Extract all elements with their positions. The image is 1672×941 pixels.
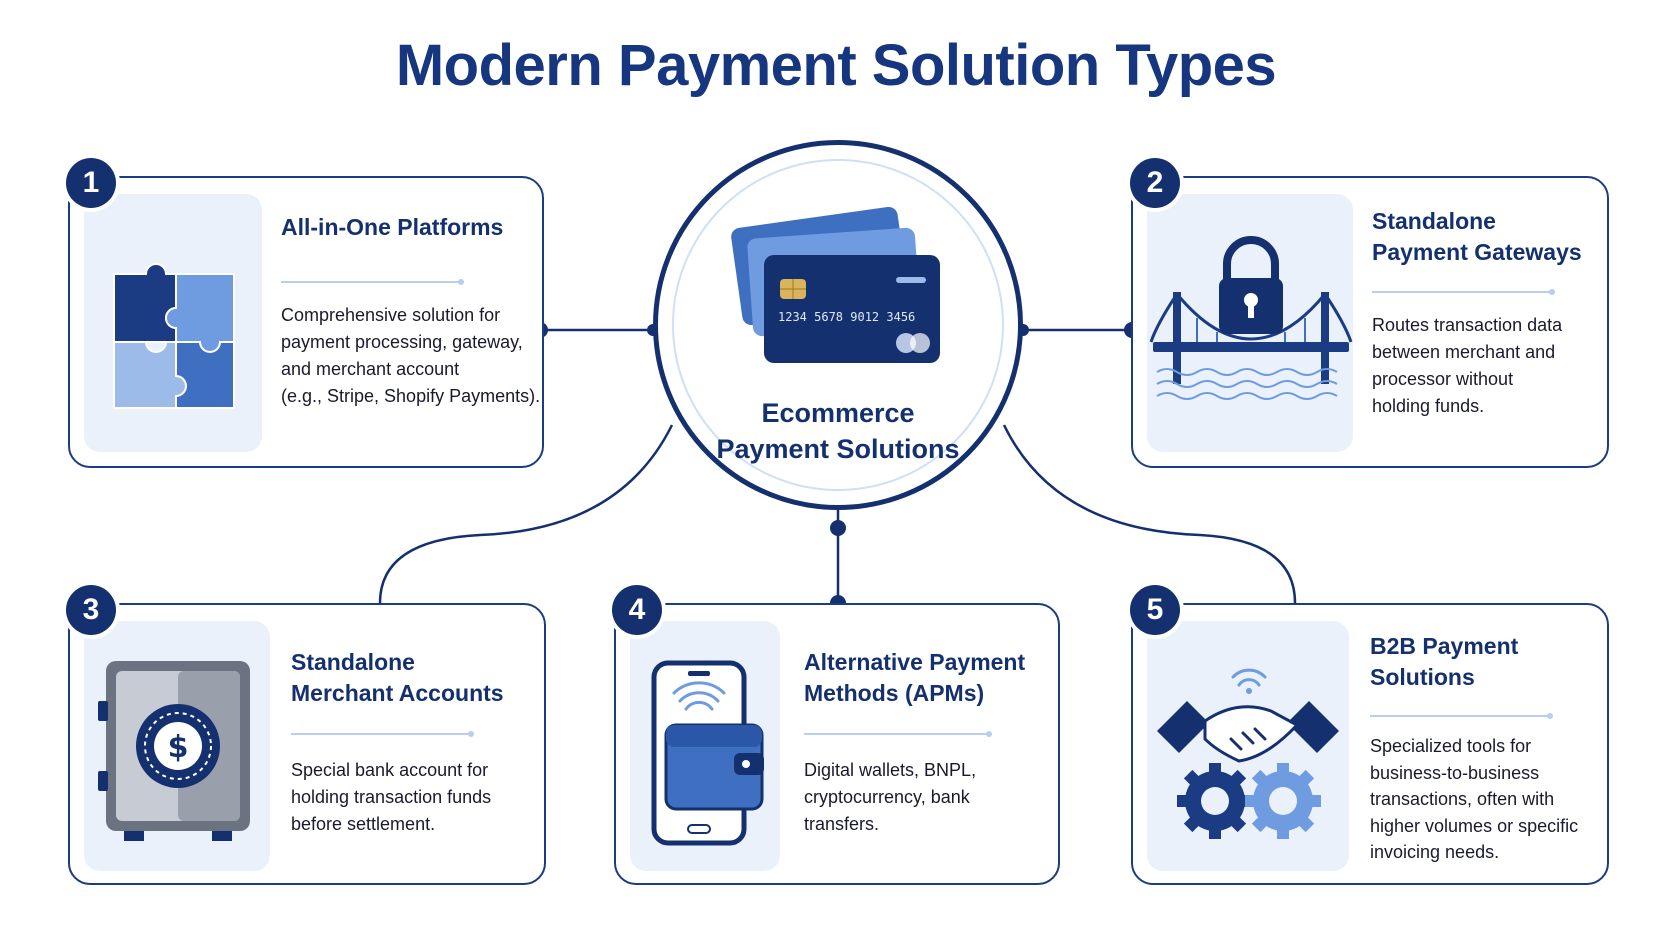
handshake-gears-icon [1147, 621, 1349, 871]
card-description-line: transfers. [804, 814, 880, 834]
card-number-badge: 4 [612, 585, 662, 635]
card-title-line: Alternative Payment [804, 649, 1026, 675]
card-description: Comprehensive solution for payment proce… [281, 302, 541, 410]
card-title-line: Solutions [1370, 664, 1475, 690]
card-description-line: between merchant and [1372, 342, 1556, 362]
card-description-line: and merchant account [281, 359, 460, 379]
card-description-line: holding funds. [1372, 396, 1485, 416]
card-description-line: Digital wallets, BNPL, [804, 760, 977, 780]
hub-label-line2: Payment Solutions [716, 434, 960, 464]
card-standalone-payment-gateways: Standalone Payment Gateways Routes trans… [1131, 176, 1609, 468]
card-title: B2B Payment Solutions [1370, 631, 1600, 693]
card-description-line: Special bank account for [291, 760, 489, 780]
card-divider [804, 731, 992, 737]
page-title: Modern Payment Solution Types [395, 33, 1277, 98]
card-number-badge: 1 [66, 158, 116, 208]
card-title-line: Standalone [1372, 208, 1496, 234]
bridge-padlock-icon [1147, 194, 1353, 452]
card-description: Digital wallets, BNPL, cryptocurrency, b… [804, 757, 1044, 838]
card-alternative-payment-methods: Alternative Payment Methods (APMs) Digit… [614, 603, 1060, 885]
card-title: Alternative Payment Methods (APMs) [804, 647, 1054, 709]
card-description-line: payment processing, gateway, [281, 332, 523, 352]
card-all-in-one-platforms: All-in-One Platforms Comprehensive solut… [68, 176, 544, 468]
card-b2b-payment-solutions: B2B Payment Solutions Specialized tools … [1131, 603, 1609, 885]
card-standalone-merchant-accounts: $ Standalone Merchant Accounts Special b… [68, 603, 546, 885]
card-description: Specialized tools for business-to-busine… [1370, 733, 1600, 866]
card-description-line: processor without [1372, 369, 1514, 389]
card-number-text: 1234 5678 9012 3456 [778, 310, 915, 324]
svg-text:$: $ [168, 730, 189, 765]
card-description-line: invoicing needs. [1370, 842, 1500, 862]
card-divider [1372, 289, 1555, 295]
hub-inner-ring [672, 159, 1004, 491]
card-description: Routes transaction data between merchant… [1372, 312, 1600, 420]
card-divider [1370, 713, 1553, 719]
card-number-badge: 2 [1130, 158, 1180, 208]
card-description-line: transactions, often with [1370, 789, 1555, 809]
safe-icon: $ [84, 621, 270, 871]
card-title: Standalone Merchant Accounts [291, 647, 541, 709]
card-description-line: Specialized tools for [1370, 736, 1532, 756]
hub-label: Ecommerce Payment Solutions [658, 395, 1018, 467]
card-title-line: Payment Gateways [1372, 239, 1582, 265]
card-title-line: Methods (APMs) [804, 680, 985, 706]
puzzle-pieces-icon [84, 194, 262, 452]
card-description-line: business-to-business [1370, 762, 1540, 783]
card-title-line: All-in-One Platforms [281, 214, 504, 240]
card-description: Special bank account for holding transac… [291, 757, 541, 838]
card-divider [291, 731, 474, 737]
card-title: Standalone Payment Gateways [1372, 206, 1602, 268]
card-description-line: cryptocurrency, bank [804, 787, 970, 807]
card-description-line: higher volumes or specific [1370, 815, 1579, 836]
card-description-line: before settlement. [291, 814, 436, 834]
card-description-line: Routes transaction data [1372, 315, 1563, 335]
card-title-line: B2B Payment [1370, 633, 1519, 659]
phone-wallet-icon [630, 621, 780, 871]
card-description-line: (e.g., Stripe, Shopify Payments). [281, 386, 541, 406]
card-description-line: Comprehensive solution for [281, 305, 501, 325]
card-divider [281, 279, 464, 285]
card-title-line: Standalone [291, 649, 415, 675]
central-hub: 1234 5678 9012 3456 Ecommerce Payment So… [653, 140, 1023, 510]
credit-cards-icon: 1234 5678 9012 3456 [731, 206, 940, 363]
hub-label-line1: Ecommerce [761, 398, 915, 428]
card-number-badge: 5 [1130, 585, 1180, 635]
card-number-badge: 3 [66, 585, 116, 635]
card-title: All-in-One Platforms [281, 212, 531, 243]
card-description-line: holding transaction funds [291, 787, 492, 807]
card-title-line: Merchant Accounts [291, 680, 504, 706]
